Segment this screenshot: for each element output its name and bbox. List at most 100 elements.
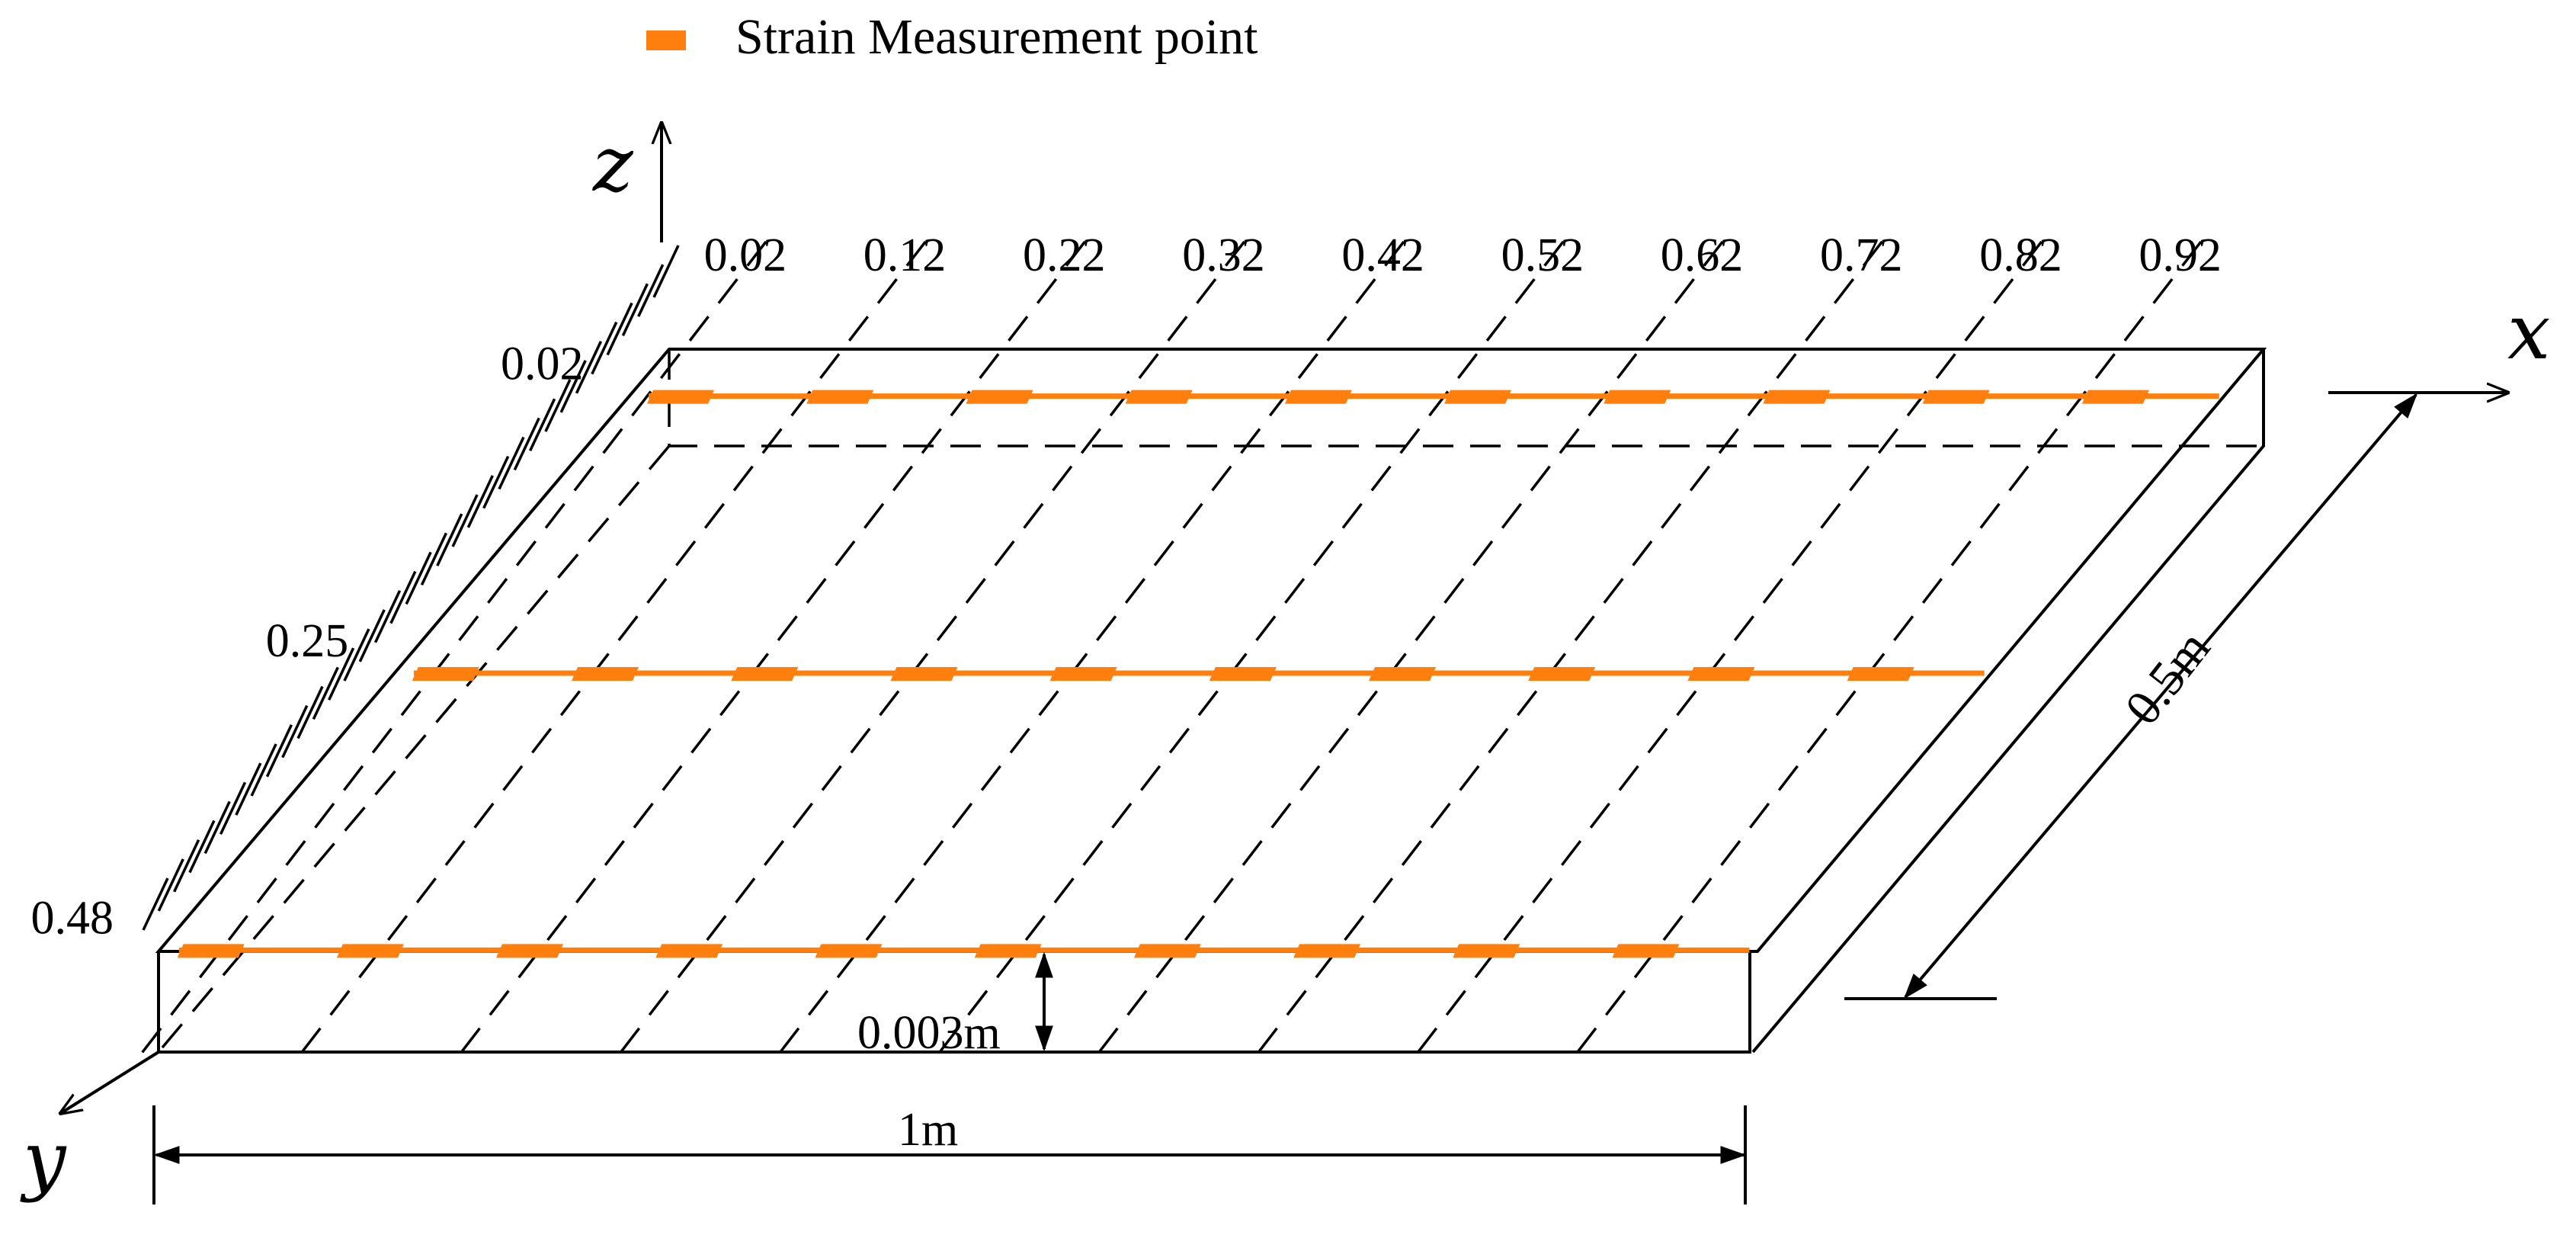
strain-measurement-point	[1453, 944, 1520, 958]
x-position-label: 0.32	[1182, 229, 1265, 281]
strain-measurement-point	[731, 667, 799, 681]
x-position-label: 0.12	[863, 229, 947, 281]
hatch-mark	[312, 666, 339, 720]
strain-measurement-point	[572, 667, 639, 681]
grid-line	[1250, 240, 1883, 1063]
x-position-labels: 0.02 0.12 0.22 0.32 0.42 0.52 0.62 0.72 0.82 0.92	[704, 229, 2222, 281]
strain-measurement-point	[1049, 667, 1117, 681]
x-position-label: 0.92	[2139, 229, 2222, 281]
grid-line	[1091, 240, 1724, 1063]
hatch-mark	[188, 820, 216, 874]
x-position-label: 0.52	[1501, 229, 1584, 281]
grid-line	[453, 240, 1086, 1063]
strain-measurement-point	[647, 390, 715, 404]
strain-measurement-point	[966, 390, 1033, 404]
strain-measurement-point	[177, 944, 245, 958]
hatch-mark	[173, 839, 200, 893]
plate-right-face	[1751, 349, 2265, 1054]
y-position-label: 0.02	[501, 338, 584, 390]
plate-front-face	[157, 951, 1751, 1054]
hatch-mark	[296, 685, 324, 739]
strain-measurement-point	[1763, 390, 1831, 404]
clamped-edge-hatching	[142, 245, 680, 931]
hatch-mark	[358, 609, 386, 662]
hatch-mark	[328, 647, 355, 701]
hatch-mark	[343, 628, 370, 682]
strain-measurement-point	[1604, 390, 1671, 404]
grid-line	[134, 240, 767, 1063]
dimension-width: 0.5m	[1844, 391, 2418, 1000]
dimension-length: 1m	[152, 1104, 1747, 1205]
strain-measurement-point	[1133, 944, 1201, 958]
dimension-thickness: 0.003m	[857, 951, 1053, 1059]
measurement-rows	[177, 390, 2219, 958]
legend: Strain Measurement point	[646, 9, 1258, 65]
width-label: 0.5m	[2114, 621, 2221, 735]
strain-measurement-point	[1369, 667, 1437, 681]
strain-measurement-point	[890, 667, 958, 681]
grid-line	[1410, 240, 2043, 1063]
z-axis-label: z	[592, 120, 634, 209]
hatch-mark	[559, 360, 587, 413]
y-position-label: 0.48	[31, 892, 114, 944]
hatch-mark	[420, 532, 448, 586]
x-position-label: 0.02	[704, 229, 787, 281]
grid-line	[1569, 240, 2203, 1063]
strain-measurement-point	[1612, 944, 1680, 958]
hatch-mark	[652, 245, 680, 298]
x-axis-label: x	[2507, 287, 2550, 377]
hatch-mark	[265, 724, 293, 778]
width-dimension-line	[1903, 393, 2418, 999]
x-position-label: 0.72	[1820, 229, 1903, 281]
thickness-label: 0.003m	[857, 1007, 1001, 1059]
x-position-label: 0.42	[1341, 229, 1424, 281]
hatch-mark	[281, 704, 309, 759]
y-axis-arrow	[61, 1051, 160, 1113]
axes: z x y	[20, 120, 2550, 1204]
hatch-mark	[544, 379, 572, 432]
x-position-label: 0.22	[1023, 229, 1106, 281]
strain-measurement-point	[1125, 390, 1193, 404]
legend-swatch	[646, 30, 686, 50]
x-position-label: 0.62	[1661, 229, 1744, 281]
strain-measurement-point	[806, 390, 874, 404]
legend-label: Strain Measurement point	[735, 9, 1258, 65]
hatch-mark	[219, 781, 247, 835]
measurement-grid-lines	[134, 240, 2203, 1063]
grid-line	[613, 240, 1246, 1063]
grid-line	[772, 240, 1405, 1063]
hatch-mark	[637, 264, 665, 317]
y-position-label: 0.25	[266, 615, 349, 667]
hatch-mark	[466, 475, 494, 528]
hatch-mark	[250, 743, 277, 797]
hatch-mark	[451, 494, 479, 547]
hatch-mark	[157, 858, 184, 912]
strain-measurement-point	[815, 944, 883, 958]
hatch-mark	[513, 417, 540, 471]
x-position-label: 0.82	[1979, 229, 2062, 281]
hatch-mark	[142, 877, 169, 931]
strain-measurement-point	[1847, 667, 1914, 681]
strain-measurement-point	[336, 944, 404, 958]
length-label: 1m	[898, 1104, 958, 1156]
hatch-mark	[235, 762, 262, 816]
hatch-mark	[482, 455, 510, 509]
strain-measurement-point	[1528, 667, 1596, 681]
strain-measurement-point	[1444, 390, 1512, 404]
strain-measurement-point	[974, 944, 1042, 958]
y-axis-label: y	[20, 1115, 67, 1204]
grid-line	[931, 240, 1565, 1063]
hatch-mark	[436, 513, 463, 566]
y-position-labels: 0.02 0.25 0.48	[31, 338, 584, 945]
strain-measurement-point	[1293, 944, 1361, 958]
strain-measurement-point	[1209, 667, 1277, 681]
hatch-mark	[203, 800, 231, 855]
strain-measurement-point	[1922, 390, 1990, 404]
hatch-mark	[389, 570, 417, 624]
plate-hidden-edges	[157, 349, 2264, 1054]
hatch-mark	[606, 302, 633, 356]
grid-line	[293, 240, 927, 1063]
strain-measurement-point	[496, 944, 564, 958]
strain-measurement-point	[655, 944, 723, 958]
